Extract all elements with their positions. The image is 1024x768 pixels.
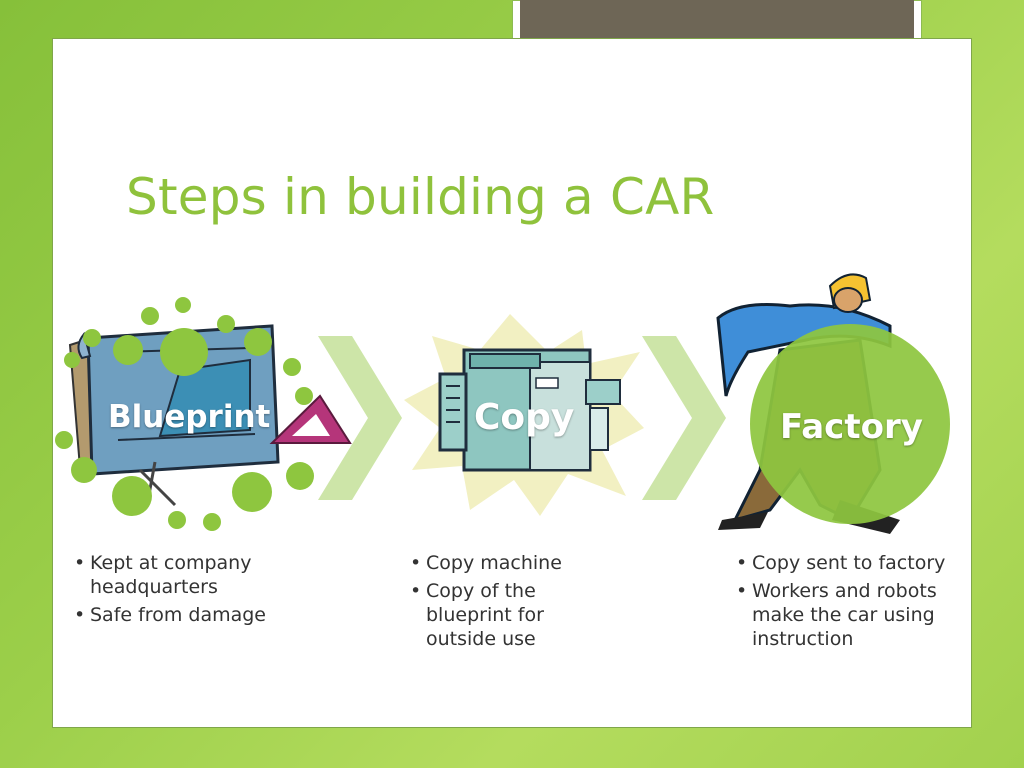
copy-bullet-list: Copy machine Copy of the blueprint for o… <box>410 551 610 655</box>
factory-bullet-list: Copy sent to factory Workers and robots … <box>736 551 970 655</box>
slide-title: Steps in building a CAR <box>126 168 715 226</box>
blueprint-clipart <box>68 324 352 507</box>
list-item: Copy of the blueprint for outside use <box>410 579 610 651</box>
blueprint-bullet-list: Kept at company headquarters Safe from d… <box>74 551 324 631</box>
step-label-factory: Factory <box>780 407 923 447</box>
chevron-arrow-icon <box>318 336 402 500</box>
decorative-dots <box>55 297 314 531</box>
copier-clipart <box>404 314 644 516</box>
chevron-arrow-icon <box>642 336 726 500</box>
list-item: Safe from damage <box>74 603 324 627</box>
list-item: Kept at company headquarters <box>74 551 324 599</box>
factory-circle <box>750 324 950 524</box>
list-item: Copy sent to factory <box>736 551 970 575</box>
list-item: Copy machine <box>410 551 610 575</box>
list-item: Workers and robots make the car using in… <box>736 579 970 651</box>
step-label-blueprint: Blueprint <box>108 399 271 435</box>
step-label-copy: Copy <box>474 397 575 438</box>
